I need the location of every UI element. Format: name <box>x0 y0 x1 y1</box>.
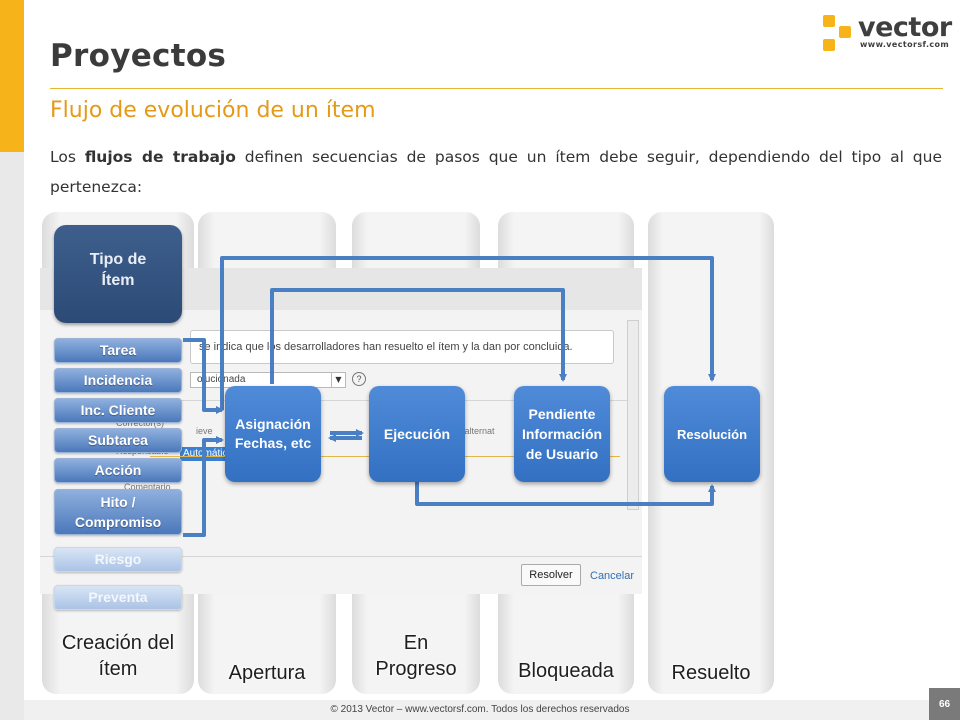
help-icon: ? <box>352 372 366 386</box>
pendiente-line1: Pendiente <box>528 406 596 422</box>
intro-paragraph: Los flujos de trabajo definen secuencias… <box>50 142 942 202</box>
resolve-button: Resolver <box>521 564 581 586</box>
intro-rest: definen secuencias de pasos que un ítem … <box>50 148 943 196</box>
en-progreso-line1: En <box>403 632 429 654</box>
slide-title: Proyectos <box>50 38 227 74</box>
tipo-item-box: Tipo de Ítem <box>54 225 182 323</box>
intro-bold: flujos de trabajo <box>84 148 236 166</box>
vector-logo-icon <box>823 15 851 51</box>
hito-line1: Hito / <box>100 494 136 510</box>
side-stripe <box>0 152 24 720</box>
item-type-accion: Acción <box>54 458 182 483</box>
state-asignacion: Asignación Fechas, etc <box>225 386 321 482</box>
asignacion-line1: Asignación <box>235 416 311 432</box>
pendiente-line3: de Usuario <box>525 446 599 462</box>
form-select-value: olucionada <box>197 374 246 385</box>
form-row-corrector: Corrector(s) <box>116 418 165 428</box>
slide-subtitle: Flujo de evolución de un ítem <box>50 98 376 123</box>
item-type-riesgo: Riesgo <box>54 547 182 572</box>
state-pendiente: Pendiente Información de Usuario <box>514 386 610 482</box>
creacion-line2: ítem <box>98 658 138 680</box>
creacion-line1: Creación del <box>61 632 175 654</box>
asignacion-line2: Fechas, etc <box>234 435 312 451</box>
form-scrollbar <box>627 320 639 510</box>
accent-stripe <box>0 0 24 152</box>
pendiente-line2: Información <box>521 426 603 442</box>
item-type-inc-cliente: Inc. Cliente <box>54 398 182 423</box>
item-type-incidencia: Incidencia <box>54 368 182 393</box>
form-row-hint: ieve <box>196 426 213 436</box>
tipo-item-line2: Ítem <box>101 272 135 289</box>
page-number: 66 <box>929 688 960 720</box>
logo-wordmark: vector <box>858 12 952 43</box>
intro-prefix: Los <box>50 148 85 166</box>
form-description-box: se indica que los desarrolladores han re… <box>190 330 614 364</box>
item-type-preventa: Preventa <box>54 585 182 610</box>
hito-line2: Compromiso <box>74 514 162 530</box>
form-footer-rule <box>40 556 642 557</box>
select-arrow-icon: ▼ <box>331 373 345 387</box>
footer-bar <box>24 700 936 720</box>
column-label-apertura: Apertura <box>228 662 306 684</box>
item-type-subtarea: Subtarea <box>54 428 182 453</box>
en-progreso-line2: Progreso <box>375 658 457 680</box>
column-label-resuelto: Resuelto <box>671 662 751 684</box>
item-type-tarea: Tarea <box>54 338 182 363</box>
item-type-hito-compromiso: Hito / Compromiso <box>54 489 182 535</box>
logo-url: www.vectorsf.com <box>860 40 950 49</box>
form-row-comentario: Comentario <box>124 482 171 492</box>
form-row-hint-2: ticia alternat <box>446 426 495 436</box>
form-description-text: se indica que los desarrolladores han re… <box>199 341 573 353</box>
column-label-creacion: Creación del ítem <box>42 630 194 682</box>
state-resolucion: Resolución <box>664 386 760 482</box>
column-label-bloqueada: Bloqueada <box>518 660 614 682</box>
title-divider <box>50 88 943 89</box>
footer-copyright: © 2013 Vector – www.vectorsf.com. Todos … <box>330 704 630 715</box>
column-label-en-progreso: En Progreso <box>352 630 480 682</box>
cancel-link: Cancelar <box>590 570 635 582</box>
tipo-item-line1: Tipo de <box>89 251 147 268</box>
state-ejecucion: Ejecución <box>369 386 465 482</box>
